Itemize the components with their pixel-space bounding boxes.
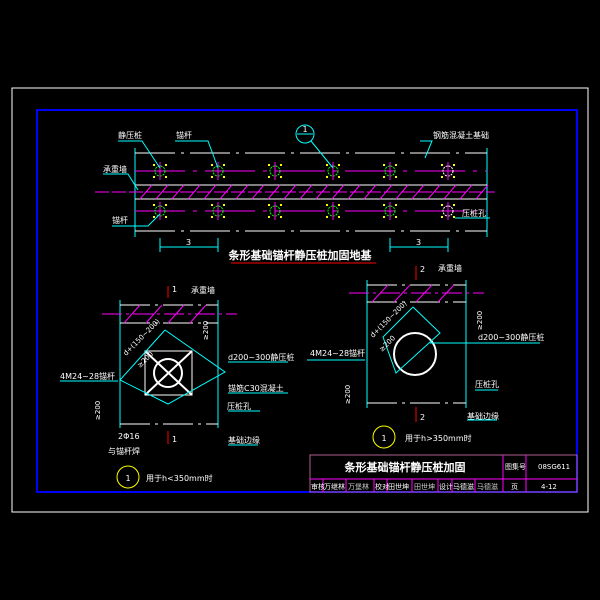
label-foundation: 钢筋混凝土基础 bbox=[433, 130, 489, 140]
label-pile: 静压桩 bbox=[118, 130, 142, 140]
hatch-line bbox=[459, 184, 473, 200]
cell-5: 田世坤 bbox=[414, 482, 435, 491]
label-pile: d200~300静压桩 bbox=[478, 332, 544, 342]
hatch-line bbox=[251, 184, 265, 200]
pile-icon bbox=[153, 202, 167, 220]
hatch-line bbox=[395, 184, 409, 200]
atlas-number: 08SG611 bbox=[538, 463, 570, 471]
pile-icon bbox=[326, 202, 340, 220]
detail-left: 1 1 承重墙 d200~300静压桩 锚筋C30混凝土 压桩孔 基础边缘 4M… bbox=[60, 285, 294, 489]
label-hole: 压桩孔 bbox=[227, 401, 251, 411]
hatch-line bbox=[267, 184, 281, 200]
pile-icon bbox=[211, 202, 225, 220]
label-edge: 基础边缘 bbox=[228, 435, 260, 445]
outer-frame bbox=[11, 87, 589, 513]
hatch-line bbox=[187, 184, 201, 200]
page-label: 页 bbox=[511, 483, 518, 491]
page-number: 4-12 bbox=[541, 483, 557, 491]
pile-icon bbox=[211, 162, 225, 180]
pile-icon bbox=[268, 202, 282, 220]
drawing-border bbox=[36, 109, 578, 493]
label-edge: 基础边缘 bbox=[467, 411, 499, 421]
plan-view: 3 3 1 静压桩 锚杆 钢筋混凝土基础 承重墙 锚杆 压桩孔 条形基础锚杆静压… bbox=[95, 124, 495, 264]
dim-left: 3 bbox=[186, 238, 191, 247]
dim-left: ≥200 bbox=[344, 385, 352, 404]
section-mark: 1 bbox=[302, 125, 307, 134]
atlas-label: 图集号 bbox=[505, 462, 526, 471]
pile-icon bbox=[383, 202, 397, 220]
section-2-bottom: 2 bbox=[420, 413, 425, 422]
caption: 用于h<350mm时 bbox=[146, 473, 213, 483]
label-weld: 与锚杆焊 bbox=[108, 446, 140, 456]
hatch-line bbox=[219, 184, 233, 200]
hatch-line bbox=[347, 184, 361, 200]
plan-title: 条形基础锚杆静压桩加固地基 bbox=[228, 248, 373, 262]
hatch-line bbox=[331, 184, 345, 200]
title-block: 条形基础锚杆静压桩加固 图集号 08SG611 审核 万继林 万堡林 校对 田世… bbox=[309, 454, 578, 493]
hatch-line bbox=[427, 184, 441, 200]
hatch-line bbox=[411, 184, 425, 200]
hatch-line bbox=[475, 184, 489, 200]
label-concrete: 锚筋C30混凝土 bbox=[228, 383, 284, 393]
cell-6: 设计 bbox=[439, 482, 453, 491]
label-pile: d200~300静压桩 bbox=[228, 352, 294, 362]
dim-top: ≥200 bbox=[476, 311, 484, 330]
label-anchor: 4M24~28锚杆 bbox=[60, 371, 115, 381]
cell-0: 审核 bbox=[311, 482, 325, 491]
label-wall: 承重墙 bbox=[438, 263, 462, 273]
label-wall: 承重墙 bbox=[103, 164, 127, 174]
section-1-bottom: 1 bbox=[172, 435, 177, 444]
hatch-line bbox=[171, 184, 185, 200]
caption: 用于h>350mm时 bbox=[405, 433, 472, 443]
hatch-line bbox=[363, 184, 377, 200]
hatch-line bbox=[235, 184, 249, 200]
hatch-line bbox=[299, 184, 313, 200]
hatch-line bbox=[379, 184, 393, 200]
pile-icon bbox=[153, 162, 167, 180]
section-2-top: 2 bbox=[420, 265, 425, 274]
dim-diag: d+(150~200) bbox=[369, 299, 409, 339]
caption-number: 1 bbox=[381, 434, 386, 443]
label-wall: 承重墙 bbox=[191, 285, 215, 295]
pile-icon bbox=[441, 202, 455, 220]
dim-left: ≥200 bbox=[94, 401, 102, 420]
hatch-line bbox=[283, 184, 297, 200]
label-hole: 压桩孔 bbox=[475, 379, 499, 389]
label-anchor: 4M24~28锚杆 bbox=[310, 348, 365, 358]
hatch-line bbox=[315, 184, 329, 200]
cell-1: 万继林 bbox=[324, 482, 345, 491]
pile-icon bbox=[383, 162, 397, 180]
hatch-line bbox=[155, 184, 169, 200]
detail-right: 2 2 承重墙 d200~300静压桩 压桩孔 基础边缘 4M24~28锚杆 ≥… bbox=[307, 263, 544, 449]
cell-4: 田世坤 bbox=[388, 482, 409, 491]
hatch-line bbox=[203, 184, 217, 200]
cell-7: 马德滋 bbox=[453, 482, 474, 491]
hatch-line bbox=[139, 184, 153, 200]
label-anchor: 锚杆 bbox=[176, 130, 192, 140]
pile-icon bbox=[268, 162, 282, 180]
hatch-line bbox=[443, 184, 457, 200]
cell-8: 马德滋 bbox=[477, 482, 498, 491]
label-anchor-2: 锚杆 bbox=[112, 215, 128, 225]
dim-right: 3 bbox=[416, 238, 421, 247]
drawing-title: 条形基础锚杆静压桩加固 bbox=[344, 460, 466, 474]
cell-3: 校对 bbox=[375, 482, 389, 491]
label-rebar: 2Φ16 bbox=[118, 432, 140, 441]
section-1-top: 1 bbox=[172, 285, 177, 294]
cell-2: 万堡林 bbox=[348, 482, 369, 491]
caption-number: 1 bbox=[125, 474, 130, 483]
pile-icon bbox=[441, 162, 455, 180]
dim-top: ≥200 bbox=[202, 321, 210, 340]
label-pile-hole: 压桩孔 bbox=[462, 208, 486, 218]
pile-icon bbox=[326, 162, 340, 180]
